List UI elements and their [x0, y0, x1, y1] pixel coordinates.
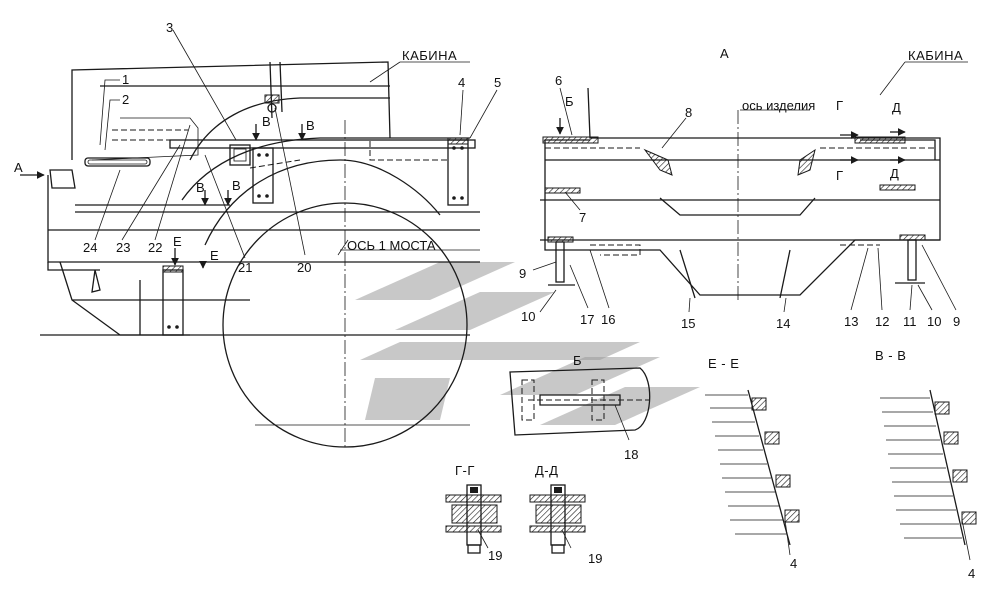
callout-21: 21: [238, 260, 252, 275]
mark-e2: Е: [210, 248, 219, 263]
section-vv-title: В - В: [875, 348, 906, 363]
view-b-outline: [509, 367, 651, 436]
mark-g2: Г: [836, 168, 843, 183]
mark-v1: В: [262, 114, 271, 129]
step-structure: [59, 261, 190, 336]
callout-14: 14: [776, 316, 790, 331]
callout-3: 3: [166, 20, 173, 35]
callout-8: 8: [685, 105, 692, 120]
view-b-title: Б: [573, 353, 582, 368]
callout-13: 13: [844, 314, 858, 329]
view-a-outline: [544, 87, 941, 296]
cab-window: [91, 117, 199, 161]
mount-left: [555, 241, 565, 283]
view-b: [509, 367, 651, 436]
mark-d1: Д: [892, 100, 901, 115]
mark-v3: В: [196, 180, 205, 195]
cab-door-edge: [269, 61, 273, 119]
label-kabina-right: КАБИНА: [908, 48, 963, 63]
callout-15: 15: [681, 316, 695, 331]
cab-outline: [71, 61, 391, 160]
callout-16: 16: [601, 312, 615, 327]
section-dd-title: Д-Д: [535, 463, 558, 478]
watermark-logo: [355, 262, 700, 425]
callout-19b: 19: [588, 551, 602, 566]
section-g-g: [445, 484, 502, 554]
mark-d2: Д: [890, 166, 899, 181]
callout-24: 24: [83, 240, 97, 255]
mark-g1: Г: [836, 98, 843, 113]
callout-7: 7: [579, 210, 586, 225]
section-gg-title: Г-Г: [455, 463, 475, 478]
callout-9a: 9: [519, 266, 526, 281]
callout-18: 18: [624, 447, 638, 462]
section-v-v: [880, 389, 977, 546]
callout-22: 22: [148, 240, 162, 255]
wheel-arch-top: [189, 97, 390, 161]
callout-4-vv: 4: [968, 566, 975, 581]
callout-6: 6: [555, 73, 562, 88]
view-a: [540, 87, 941, 300]
callout-17: 17: [580, 312, 594, 327]
callout-20: 20: [297, 260, 311, 275]
fastener-20: [264, 94, 280, 104]
section-ee-title: Е - Е: [708, 356, 739, 371]
lamp-box: [229, 144, 251, 166]
bracket-plate-lower: [162, 269, 184, 336]
callout-5: 5: [494, 75, 501, 90]
label-os-1-mosta: ОСЬ 1 МОСТА: [347, 238, 436, 253]
side-view: [40, 61, 480, 450]
callout-19a: 19: [488, 548, 502, 563]
mark-v4: В: [232, 178, 241, 193]
callout-23: 23: [116, 240, 130, 255]
callout-4: 4: [458, 75, 465, 90]
mark-v2: В: [306, 118, 315, 133]
callout-12: 12: [875, 314, 889, 329]
callout-2: 2: [122, 92, 129, 107]
callout-1: 1: [122, 72, 129, 87]
mark-e1: Е: [173, 234, 182, 249]
label-os-izdeliya: ось изделия: [742, 98, 815, 113]
callout-11: 11: [903, 314, 917, 329]
leader-lines: [20, 29, 971, 561]
section-e-e: [705, 389, 800, 546]
handrail: [84, 157, 151, 167]
callout-9b: 9: [953, 314, 960, 329]
upper-rail: [169, 139, 476, 149]
callout-4-ee: 4: [790, 556, 797, 571]
front-grille: [49, 169, 76, 189]
labels: КАБИНА КАБИНА А ось изделия ОСЬ 1 МОСТА …: [14, 20, 975, 581]
label-kabina-left: КАБИНА: [402, 48, 457, 63]
mount-right: [907, 239, 917, 281]
callout-10b: 10: [927, 314, 941, 329]
bracket-plate-rear: [447, 139, 469, 206]
arrow-a-label: А: [14, 160, 23, 175]
view-a-title: А: [720, 46, 729, 61]
section-d-d: [529, 484, 586, 554]
callout-10a: 10: [521, 309, 535, 324]
mark-b-arrow: Б: [565, 94, 574, 109]
